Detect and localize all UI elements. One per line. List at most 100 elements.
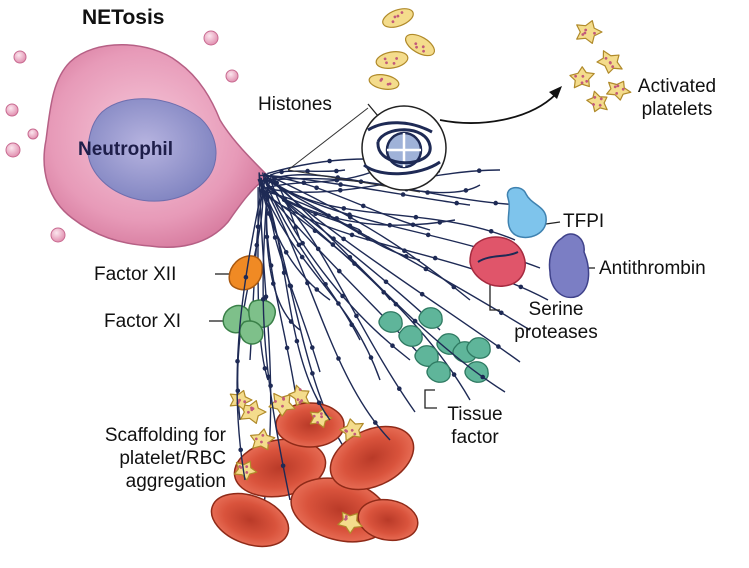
- net-bead: [265, 235, 270, 240]
- net-bead: [338, 182, 343, 187]
- scaffolding-label-line3: aggregation: [40, 470, 226, 493]
- net-bead: [426, 233, 431, 238]
- neutrophil-label: Neutrophil: [78, 138, 173, 161]
- activated-platelet: [595, 47, 627, 78]
- net-bead: [348, 215, 353, 220]
- net-bead: [373, 420, 378, 425]
- net-bead: [342, 206, 347, 211]
- net-bead: [285, 346, 290, 351]
- activated-platelets: [569, 21, 633, 117]
- net-bead: [282, 196, 287, 201]
- net-bead: [336, 301, 341, 306]
- resting-platelets: [368, 5, 438, 91]
- net-bead: [477, 168, 482, 173]
- net-bead: [452, 372, 457, 377]
- net-bead: [314, 186, 319, 191]
- net-bead: [289, 284, 294, 289]
- net-bead: [489, 229, 494, 234]
- activated-platelets-label-line2: platelets: [630, 98, 724, 121]
- net-bead: [327, 159, 332, 164]
- net-bead: [271, 281, 276, 286]
- net-bead: [420, 292, 425, 297]
- histones-label: Histones: [258, 93, 332, 116]
- factor-xi-label: Factor XI: [104, 310, 181, 333]
- net-bead: [480, 375, 485, 380]
- tfpi-protein: [507, 188, 546, 238]
- serine-proteases-label: Serine proteases: [500, 298, 612, 344]
- net-bead: [404, 254, 409, 259]
- net-bead: [388, 223, 393, 228]
- net-bead: [310, 345, 315, 350]
- net-bead: [266, 375, 271, 380]
- activated-platelets-label-line1: Activated: [630, 75, 724, 98]
- net-bead: [281, 464, 286, 469]
- net-bead: [295, 339, 300, 344]
- net-bead: [390, 343, 395, 348]
- net-bead: [334, 169, 339, 174]
- tfpi-label: TFPI: [563, 210, 604, 233]
- net-bead: [452, 285, 457, 290]
- net-bead: [261, 297, 266, 302]
- net-bead: [305, 281, 310, 286]
- red-blood-cells: [204, 403, 424, 556]
- serine-proteases-label-line1: Serine: [500, 298, 612, 321]
- factor-xii: [229, 256, 262, 290]
- net-bead: [300, 255, 305, 260]
- net-bead: [310, 371, 315, 376]
- activated-platelet: [569, 64, 598, 92]
- activated-platelets-label: Activated platelets: [630, 75, 724, 121]
- tissue-factor-subunit: [419, 308, 442, 329]
- net-bead: [244, 275, 249, 280]
- activated-platelet: [577, 21, 602, 44]
- net-bead: [414, 215, 419, 220]
- net-bead: [496, 344, 501, 349]
- net-bead: [282, 271, 287, 276]
- net-bead: [348, 224, 353, 229]
- activation-arrow: [440, 94, 556, 123]
- net-bead: [263, 366, 268, 371]
- net-bead: [464, 188, 469, 193]
- serine-proteases-label-line2: proteases: [500, 321, 612, 344]
- resting-platelet: [375, 49, 409, 70]
- net-bead: [361, 204, 366, 209]
- net-bead: [293, 225, 298, 230]
- tissue-factor-subunit: [379, 312, 402, 333]
- net-bead: [350, 233, 355, 238]
- activated-platelet: [606, 79, 632, 102]
- net-bead: [337, 269, 342, 274]
- antithrombin-protein: [550, 234, 589, 297]
- net-bead: [384, 280, 389, 285]
- net-bead: [340, 294, 345, 299]
- arrow-head: [549, 86, 562, 99]
- net-bead: [425, 190, 430, 195]
- net-bead: [317, 401, 322, 406]
- net-bead: [411, 223, 416, 228]
- net-bead: [316, 247, 321, 252]
- tissue-factor-subunit: [399, 326, 422, 347]
- factor-xi: [223, 300, 275, 344]
- net-bead: [354, 314, 359, 319]
- resting-platelet: [380, 5, 416, 31]
- net-bead: [493, 201, 498, 206]
- net-bead: [238, 448, 243, 453]
- diagram-title: NETosis: [82, 6, 164, 29]
- net-bead: [433, 256, 438, 261]
- net-bead: [348, 255, 353, 260]
- tissue-factor-label: Tissue factor: [440, 403, 510, 449]
- scaffolding-label: Scaffolding for platelet/RBC aggregation: [40, 424, 226, 493]
- scaffolding-label-line2: platelet/RBC: [40, 447, 226, 470]
- net-bead: [338, 188, 343, 193]
- tissue-factor-subunit: [427, 362, 450, 383]
- net-bead: [336, 356, 341, 361]
- net-bead: [454, 201, 459, 206]
- resting-platelet: [368, 73, 400, 92]
- net-bead: [438, 220, 443, 225]
- scaffolding-label-line1: Scaffolding for: [40, 424, 226, 447]
- antithrombin-label: Antithrombin: [599, 257, 706, 280]
- net-bead: [284, 250, 289, 255]
- net-bead: [315, 287, 320, 292]
- tissue-factor-subunit: [467, 338, 490, 359]
- net-bead: [519, 285, 524, 290]
- net-bead: [313, 228, 318, 233]
- net-bead: [401, 192, 406, 197]
